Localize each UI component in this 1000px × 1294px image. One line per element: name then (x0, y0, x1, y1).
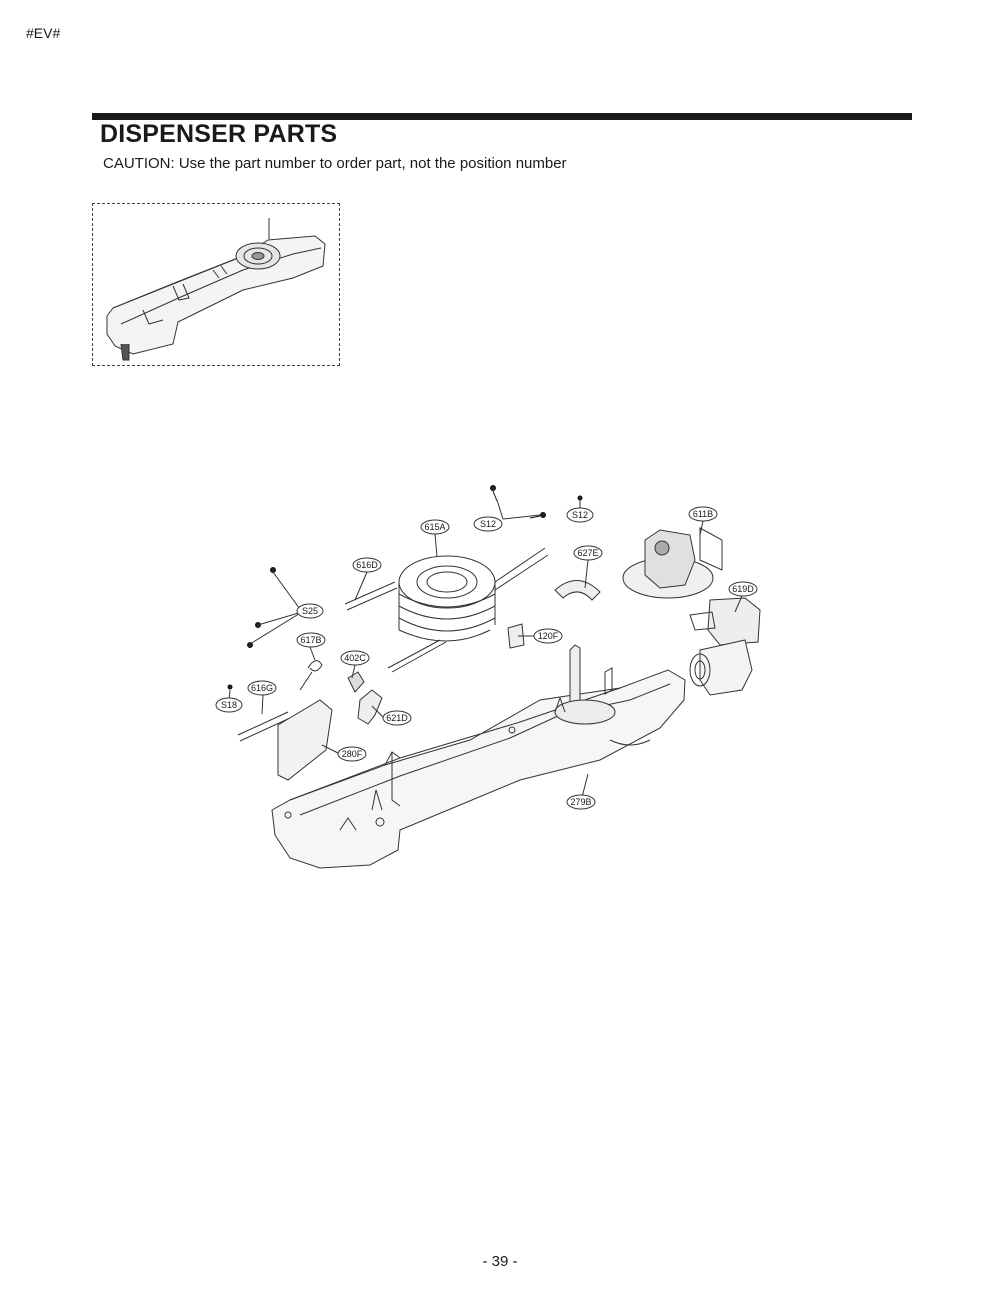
label-ovals (215, 506, 758, 810)
label-621d: 621D (386, 713, 408, 723)
valve-619d-drawing (689, 597, 761, 696)
page-title: DISPENSER PARTS (100, 120, 338, 148)
label-616d: 616D (356, 560, 378, 570)
label-617b: 617B (300, 635, 321, 645)
label-627e: 627E (577, 548, 598, 558)
title-rule (92, 113, 912, 120)
label-s25: S25 (302, 606, 318, 616)
label-611b: 611B (693, 509, 713, 519)
corner-code: #EV# (26, 25, 61, 41)
rod-616g-drawing (237, 711, 291, 742)
lever-621d-drawing (357, 689, 383, 725)
overview-drawing (106, 218, 326, 361)
label-280f: 280F (342, 749, 363, 759)
label-120f: 120F (538, 631, 559, 641)
label-s12-a: S12 (480, 519, 496, 529)
rod-616d-drawing (344, 581, 398, 611)
label-s18: S18 (221, 700, 237, 710)
switch-402c-drawing (347, 671, 365, 693)
label-615a: 615A (424, 522, 445, 532)
caution-note: CAUTION: Use the part number to order pa… (103, 155, 567, 172)
page-number: - 39 - (482, 1253, 518, 1270)
tubing-coil-drawing (387, 547, 549, 673)
paddle-280f-drawing (277, 699, 333, 781)
overview-inset (92, 203, 340, 366)
label-619d: 619D (732, 584, 754, 594)
housing-part-drawing (271, 644, 686, 869)
label-402c: 402C (344, 653, 366, 663)
label-279b: 279B (570, 797, 591, 807)
label-s12-b: S12 (572, 510, 588, 520)
valve-611b-drawing (622, 527, 723, 599)
clip-627e-drawing (554, 580, 601, 601)
label-patch-drawing (507, 623, 525, 649)
label-616g: 616G (251, 683, 273, 693)
spring-617b-drawing (299, 660, 323, 691)
